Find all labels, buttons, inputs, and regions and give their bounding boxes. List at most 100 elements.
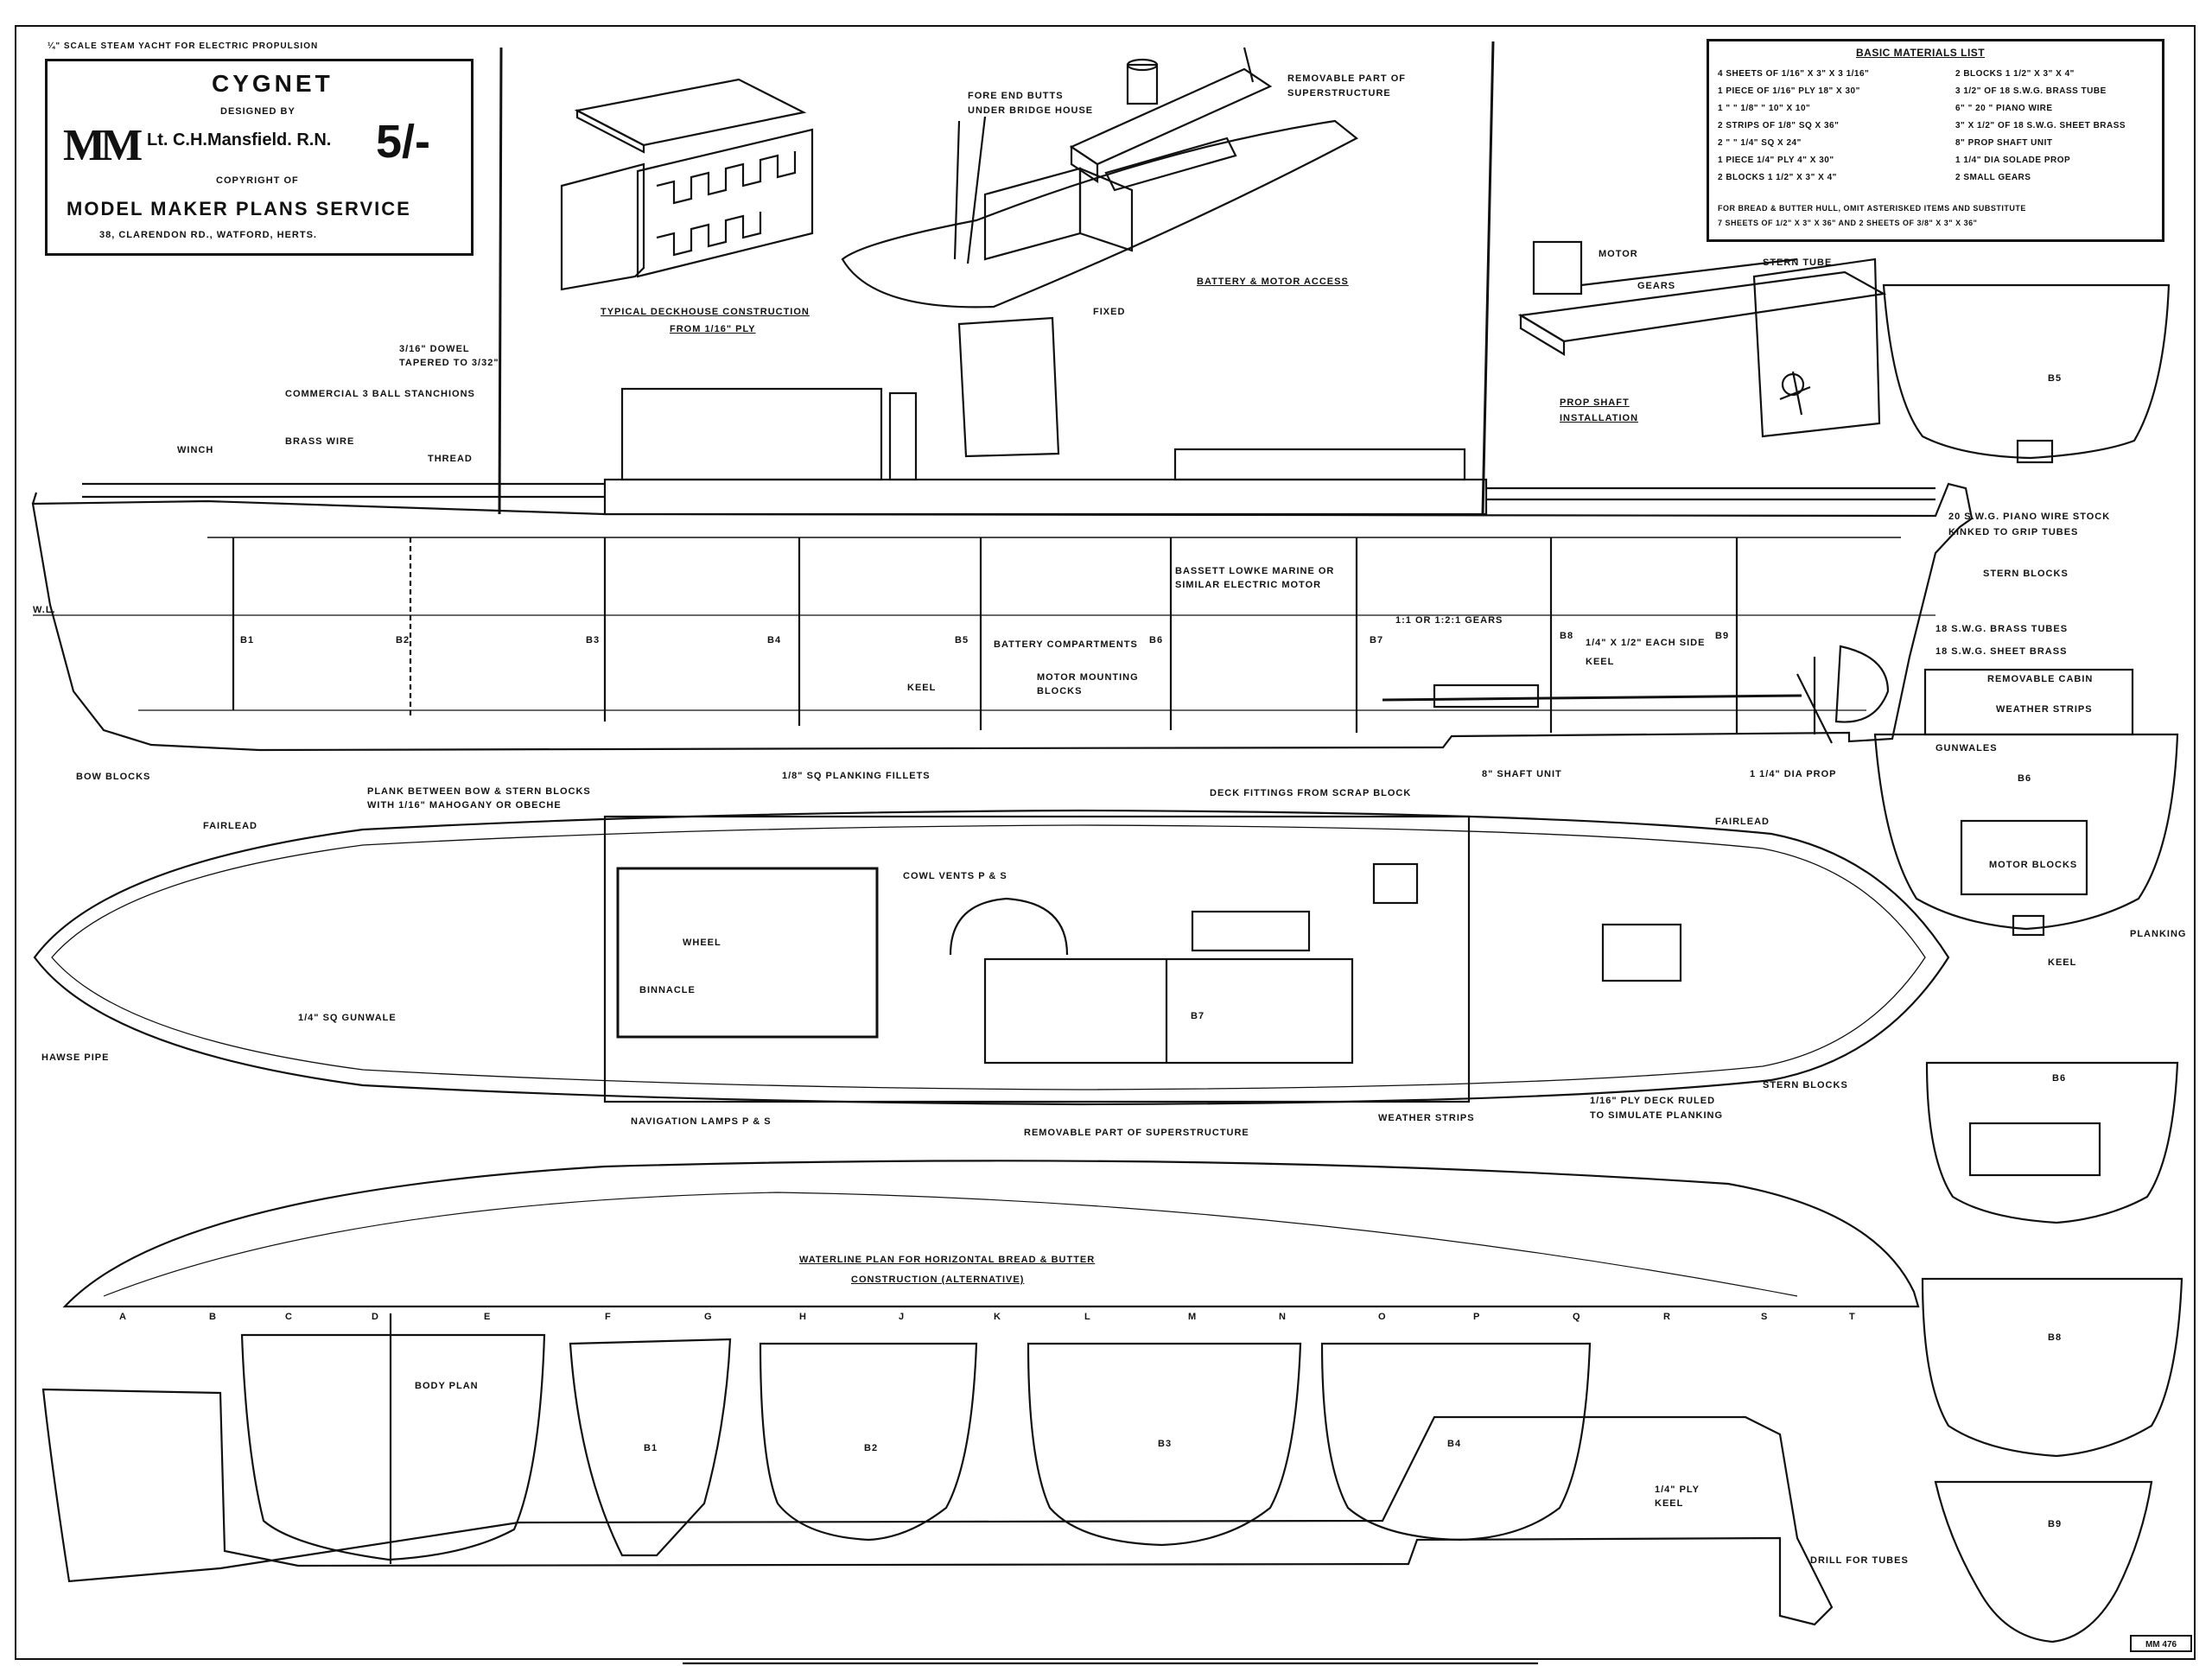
- deckhouse-caption-1: TYPICAL DECKHOUSE CONSTRUCTION: [601, 307, 810, 317]
- fixed-label: FIXED: [1093, 307, 1126, 317]
- frame-b1: B1: [240, 635, 255, 645]
- mm-logo: MM: [63, 121, 143, 170]
- shaft-caption-2: INSTALLATION: [1560, 413, 1639, 423]
- mat-left-5: 2 " " 1/4" SQ x 24": [1718, 138, 1802, 148]
- bow-blocks-label: BOW BLOCKS: [76, 772, 151, 782]
- removable-superstructure-label: REMOVABLE PART OF SUPERSTRUCTURE: [1024, 1128, 1249, 1138]
- weather-strips-label: WEATHER STRIPS: [1996, 704, 2093, 715]
- bulkhead-b1: B1: [644, 1443, 658, 1453]
- station-p: P: [1473, 1312, 1481, 1322]
- bulkhead-b6: B6: [2052, 1073, 2067, 1084]
- station-b: B: [209, 1312, 217, 1322]
- dowel-label-1: 3/16" DOWEL: [399, 344, 470, 354]
- iso-model-sketch: [841, 47, 1358, 308]
- mat-left-6: 1 PIECE 1/4" PLY 4" x 30": [1718, 156, 1834, 165]
- title-block: CYGNET DESIGNED BY MM Lt. C.H.Mansfield.…: [45, 59, 474, 256]
- shaft-unit-label: 8" SHAFT UNIT: [1482, 769, 1562, 779]
- piano-wire-label-2: KINKED TO GRIP TUBES: [1948, 527, 2079, 537]
- bassett-label-1: BASSETT LOWKE MARINE OR: [1175, 566, 1335, 576]
- plan-title: CYGNET: [212, 70, 334, 97]
- plane-label-1: PLANK BETWEEN BOW & STERN BLOCKS: [367, 786, 591, 797]
- fillets-label: 1/8" SQ PLANKING FILLETS: [782, 771, 931, 781]
- brass-tubes-label: 18 S.W.G. BRASS TUBES: [1936, 624, 2069, 634]
- station-f: F: [605, 1312, 612, 1322]
- shaft-motor-label: MOTOR: [1599, 249, 1638, 259]
- mat-left-4: 2 STRIPS OF 1/8" SQ x 36": [1718, 121, 1840, 130]
- dowel-label-2: TAPERED TO 3/32": [399, 358, 499, 368]
- bulkhead-b5: B5: [2048, 373, 2063, 384]
- gears-ratio-label: 1:1 OR 1:2:1 GEARS: [1395, 615, 1503, 626]
- motor-mounting-label-1: MOTOR MOUNTING: [1037, 672, 1139, 683]
- each-side-label: 1/4" x 1/2" EACH SIDE: [1586, 638, 1706, 648]
- keel-label: KEEL: [907, 683, 937, 693]
- copyright-line: COPYRIGHT OF: [216, 175, 299, 186]
- materials-heading: BASIC MATERIALS LIST: [1856, 47, 1986, 59]
- deckhouse-sketch: [560, 78, 814, 291]
- mat-right-2: 3 1/2" OF 18 S.W.G. BRASS TUBE: [1955, 86, 2107, 96]
- mat-left-7: 2 BLOCKS 1 1/2" x 3" x 4": [1718, 173, 1837, 182]
- hawse-pipe-label: HAWSE PIPE: [41, 1052, 110, 1063]
- frame-b4: B4: [767, 635, 782, 645]
- waterline-caption-2: CONSTRUCTION (ALTERNATIVE): [851, 1275, 1025, 1285]
- bulkhead-b4: B4: [1447, 1439, 1462, 1449]
- frame-b6: B6: [1149, 635, 1164, 645]
- plane-label-2: WITH 1/16" MAHOGANY OR OBECHE: [367, 800, 562, 811]
- stern-blocks-deck-label: STERN BLOCKS: [1763, 1080, 1848, 1090]
- wheel-label: WHEEL: [683, 938, 721, 948]
- fore-end-label-2: UNDER BRIDGE HOUSE: [968, 105, 1094, 116]
- shaft-caption-1: PROP SHAFT: [1560, 397, 1630, 408]
- section-b6: [1873, 668, 2179, 937]
- nav-lamps-label: NAVIGATION LAMPS P & S: [631, 1116, 772, 1127]
- winch-label: WINCH: [177, 445, 214, 455]
- weather-strips-deck-label: WEATHER STRIPS: [1378, 1113, 1475, 1123]
- station-g: G: [704, 1312, 713, 1322]
- keel-profile: [41, 1313, 1834, 1626]
- mat-left-2: 1 PIECE OF 1/16" PLY 18" x 30": [1718, 86, 1860, 96]
- gunwale-label: 1/4" SQ GUNWALE: [298, 1013, 397, 1023]
- station-t: T: [1849, 1312, 1856, 1322]
- frame-b9: B9: [1715, 631, 1730, 641]
- bulkhead-templates: [569, 1061, 2183, 1643]
- mat-left-1: 4 SHEETS OF 1/16" x 3" x 3 1/16": [1718, 69, 1870, 79]
- station-h: H: [799, 1312, 807, 1322]
- stern-tube-label: STERN TUBE: [1763, 257, 1833, 268]
- waterline-label: W.L.: [33, 605, 56, 615]
- removable-cabin-label: REMOVABLE CABIN: [1987, 674, 2094, 684]
- motor-blocks-label: MOTOR BLOCKS: [1989, 860, 2078, 870]
- drill-tubes-label: DRILL FOR TUBES: [1810, 1555, 1909, 1566]
- brass-wire-label: BRASS WIRE: [285, 436, 355, 447]
- frame-b7: B7: [1370, 635, 1384, 645]
- motor-mounting-label-2: BLOCKS: [1037, 686, 1083, 696]
- section-b6-label: B6: [2018, 773, 2032, 784]
- company-name: MODEL MAKER PLANS SERVICE: [67, 198, 411, 219]
- section-keel-label: KEEL: [2048, 957, 2077, 968]
- stanchions-label: COMMERCIAL 3 BALL STANCHIONS: [285, 389, 475, 399]
- station-j: J: [899, 1312, 906, 1322]
- station-m: M: [1188, 1312, 1198, 1322]
- section-b9-top: [1882, 283, 2171, 464]
- prop-label: 1 1/4" DIA PROP: [1750, 769, 1837, 779]
- station-o: O: [1378, 1312, 1387, 1322]
- fairlead-label: FAIRLEAD: [203, 821, 257, 831]
- mat-right-7: 2 SMALL GEARS: [1955, 173, 2031, 182]
- designed-by: DESIGNED BY: [220, 106, 296, 117]
- ply-keel-label-2: KEEL: [1655, 1498, 1684, 1509]
- bulkhead-b9: B9: [2048, 1519, 2063, 1529]
- station-k: K: [994, 1312, 1001, 1322]
- sheet-brass-label: 18 S.W.G. SHEET BRASS: [1936, 646, 2068, 657]
- station-r: R: [1663, 1312, 1671, 1322]
- fore-end-label-1: FORE END BUTTS: [968, 91, 1064, 101]
- mat-right-5: 8" PROP SHAFT UNIT: [1955, 138, 2053, 148]
- station-e: E: [484, 1312, 492, 1322]
- mat-right-3: 6" " 20 " PIANO WIRE: [1955, 104, 2053, 113]
- bulkhead-b3: B3: [1158, 1439, 1173, 1449]
- drawing-number: MM 476: [2130, 1635, 2192, 1652]
- battery-access-label: BATTERY & MOTOR ACCESS: [1197, 277, 1349, 287]
- price: 5/-: [376, 116, 431, 168]
- station-a: A: [119, 1312, 127, 1322]
- cowl-vents-label: COWL VENTS P & S: [903, 871, 1007, 881]
- ply-deck-label-2: TO SIMULATE PLANKING: [1590, 1110, 1724, 1121]
- frame-b5: B5: [955, 635, 969, 645]
